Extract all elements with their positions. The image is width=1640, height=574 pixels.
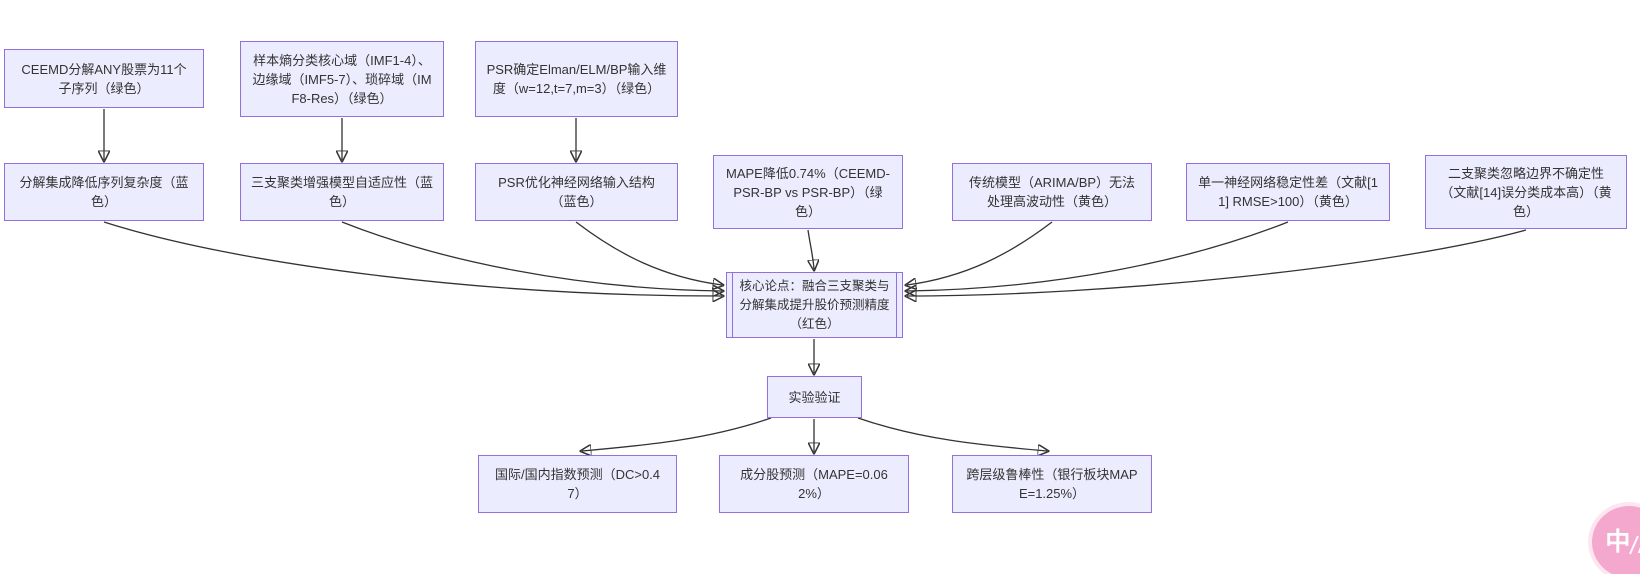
edge-complexity-to-core: [103, 221, 722, 296]
node-experiment: 实验验证: [767, 376, 862, 418]
node-two-way-limits: 二支聚类忽略边界不确定性（文献[14]误分类成本高）（黄色）: [1425, 155, 1627, 229]
node-label: 国际/国内指数预测（DC>0.47）: [494, 467, 661, 501]
node-psr-structure: PSR优化神经网络输入结构（蓝色）: [475, 163, 678, 221]
edge-adaptive-to-core: [341, 221, 722, 291]
node-label: 成分股预测（MAPE=0.062%）: [740, 467, 888, 501]
edge-experiment-to-index: [582, 417, 772, 451]
node-label: MAPE降低0.74%（CEEMD-PSR-BP vs PSR-BP）（绿色）: [726, 165, 890, 219]
edge-experiment-to-robustness: [857, 417, 1047, 451]
node-label: 跨层级鲁棒性（银行板块MAPE=1.25%）: [966, 467, 1138, 501]
node-label: 二支聚类忽略边界不确定性（文献[14]误分类成本高）（黄色）: [1440, 165, 1612, 219]
node-decomp-complexity: 分解集成降低序列复杂度（蓝色）: [4, 163, 204, 221]
node-sample-entropy: 样本熵分类核心域（IMF1-4）、边缘域（IMF5-7）、琐碎域（IMF8-Re…: [240, 41, 444, 117]
translate-toggle-badge[interactable]: 中 A: [1592, 506, 1640, 574]
node-three-way-adaptive: 三支聚类增强模型自适应性（蓝色）: [240, 163, 444, 221]
edge-singlenn-to-core: [907, 221, 1289, 291]
node-label: 分解集成降低序列复杂度（蓝色）: [19, 175, 189, 209]
edge-structure-to-core: [575, 221, 722, 285]
node-label: 核心论点：融合三支聚类与分解集成提升股价预测精度（红色）: [739, 278, 890, 331]
node-label: PSR优化神经网络输入结构（蓝色）: [498, 175, 655, 209]
subroutine-bar-right: [896, 273, 897, 337]
node-label: 传统模型（ARIMA/BP）无法处理高波动性（黄色）: [968, 175, 1136, 209]
translate-en-glyph: A: [1637, 535, 1640, 559]
node-robustness: 跨层级鲁棒性（银行板块MAPE=1.25%）: [952, 455, 1152, 513]
node-label: 单一神经网络稳定性差（文献[11] RMSE>100）（黄色）: [1198, 175, 1378, 209]
node-ceemd-decompose: CEEMD分解ANY股票为11个子序列（绿色）: [4, 49, 204, 108]
node-label: PSR确定Elman/ELM/BP输入维度（w=12,t=7,m=3）（绿色）: [486, 62, 667, 96]
edge-twoway-to-core: [907, 229, 1527, 296]
node-label: 实验验证: [788, 389, 841, 405]
node-psr-input-dim: PSR确定Elman/ELM/BP输入维度（w=12,t=7,m=3）（绿色）: [475, 41, 678, 117]
node-label: 三支聚类增强模型自适应性（蓝色）: [251, 175, 434, 209]
translate-zh-glyph: 中: [1605, 528, 1631, 556]
edge-mape-to-core: [807, 229, 814, 269]
node-index-forecast: 国际/国内指数预测（DC>0.47）: [478, 455, 677, 513]
node-constituent-forecast: 成分股预测（MAPE=0.062%）: [719, 455, 909, 513]
node-mape-improvement: MAPE降低0.74%（CEEMD-PSR-BP vs PSR-BP）（绿色）: [713, 155, 903, 229]
edge-traditional-to-core: [907, 221, 1053, 285]
node-label: 样本熵分类核心域（IMF1-4）、边缘域（IMF5-7）、琐碎域（IMF8-Re…: [252, 52, 432, 106]
node-single-nn-unstable: 单一神经网络稳定性差（文献[11] RMSE>100）（黄色）: [1186, 163, 1390, 221]
node-core-thesis: 核心论点：融合三支聚类与分解集成提升股价预测精度（红色）: [726, 272, 903, 338]
node-traditional-limits: 传统模型（ARIMA/BP）无法处理高波动性（黄色）: [952, 163, 1152, 221]
subroutine-bar-left: [732, 273, 733, 337]
node-label: CEEMD分解ANY股票为11个子序列（绿色）: [21, 61, 187, 96]
